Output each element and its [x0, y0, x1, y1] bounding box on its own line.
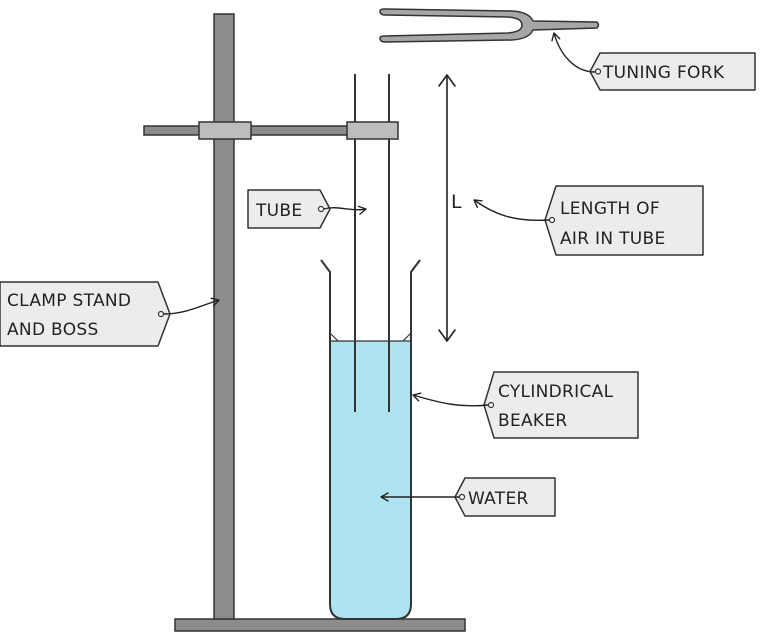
- length-arrow-top: [438, 74, 456, 87]
- svg-text:CLAMP STAND: CLAMP STAND: [7, 291, 131, 311]
- boss-block: [198, 121, 252, 140]
- svg-text:BEAKER: BEAKER: [498, 411, 568, 431]
- length-arrow-bottom: [438, 329, 456, 342]
- tube-clamp: [346, 121, 399, 140]
- svg-text:TUBE: TUBE: [255, 201, 302, 221]
- svg-text:AIR IN TUBE: AIR IN TUBE: [560, 229, 666, 249]
- svg-text:WATER: WATER: [468, 489, 529, 509]
- cylindrical-beaker: [320, 259, 421, 620]
- stand-rod: [213, 13, 235, 620]
- label-tube: TUBE: [247, 189, 331, 229]
- label-length-of-air: LENGTH OF AIR IN TUBE: [544, 185, 704, 256]
- stand-base: [174, 618, 466, 632]
- leader-cylindrical-beaker: [412, 392, 489, 407]
- svg-text:AND BOSS: AND BOSS: [7, 320, 99, 340]
- svg-text:CYLINDRICAL: CYLINDRICAL: [498, 382, 614, 402]
- water-meniscus-left: [329, 332, 339, 342]
- svg-text:LENGTH OF: LENGTH OF: [560, 199, 660, 219]
- label-tuning-fork: TUNING FORK: [589, 52, 756, 91]
- label-water: WATER: [454, 477, 556, 517]
- label-cylindrical-beaker: CYLINDRICAL BEAKER: [483, 371, 639, 439]
- tuning-fork: [379, 8, 600, 43]
- leader-clamp-stand: [163, 297, 220, 315]
- svg-text:TUNING FORK: TUNING FORK: [602, 63, 725, 83]
- label-clamp-stand: CLAMP STAND AND BOSS: [0, 281, 171, 347]
- length-symbol: L: [451, 191, 462, 213]
- leader-tube: [323, 205, 367, 215]
- leader-tuning-fork: [551, 32, 596, 73]
- leader-length-of-air: [473, 199, 550, 222]
- water: [330, 341, 411, 619]
- water-meniscus-right: [402, 332, 412, 342]
